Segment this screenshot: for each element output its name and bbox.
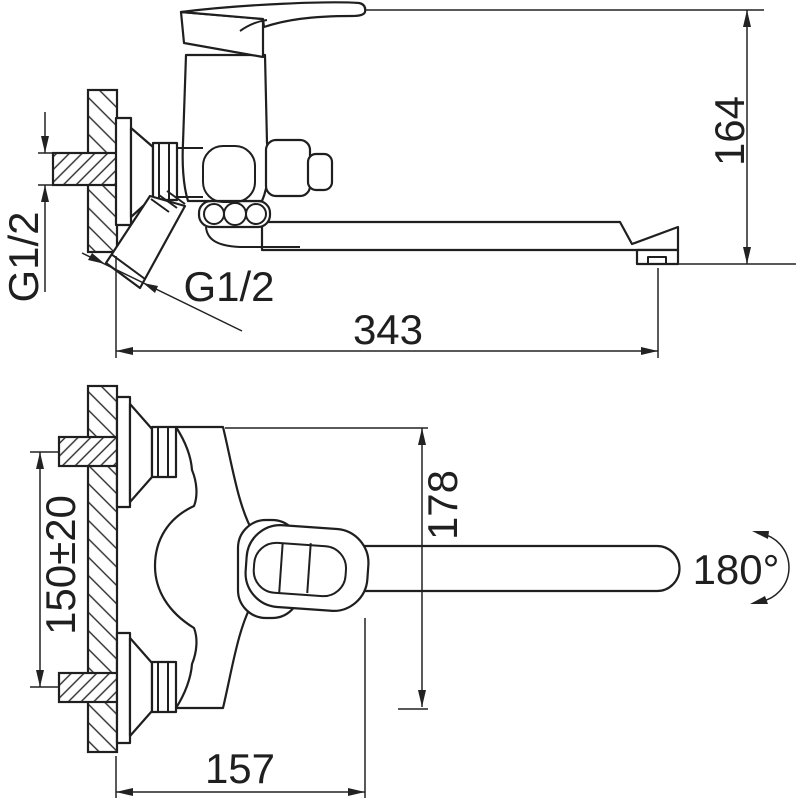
- dimension-shower-thread: G1/2: [81, 252, 275, 332]
- spout-swivel-ring: [197, 199, 272, 229]
- lever-handle-front: [244, 524, 370, 612]
- arrowhead: [88, 253, 105, 264]
- dimension-178: 178: [225, 427, 466, 710]
- dim-text-180: 180°: [693, 546, 780, 593]
- dim-text-178: 178: [419, 470, 466, 540]
- arrowhead: [752, 531, 769, 539]
- arrowhead: [641, 347, 658, 355]
- arrowhead: [143, 283, 158, 293]
- dimension-157: 157: [115, 618, 366, 798]
- front-view: 150±20 178 157 180°: [30, 384, 790, 798]
- escutcheon-plate-side: [114, 116, 133, 227]
- arrowhead: [348, 788, 365, 796]
- hex-nut-side: [151, 141, 179, 202]
- shower-outlet-side: [104, 190, 187, 290]
- arrowhead: [116, 347, 133, 355]
- cartridge-dome-side: [202, 145, 256, 203]
- arrowhead: [116, 788, 133, 796]
- dim-text-150: 150±20: [37, 495, 84, 635]
- dimension-150: 150±20: [30, 451, 84, 688]
- spout-front: [338, 544, 681, 593]
- dimension-pipe-thread: G1/2: [0, 112, 57, 303]
- escutcheon-cone-upper: [128, 402, 154, 504]
- arrowhead: [743, 247, 751, 264]
- diverter-knob: [264, 138, 334, 198]
- lower-eccentric-pipe: [57, 671, 119, 704]
- supply-pipe-side: [51, 151, 119, 187]
- spout-side: [260, 220, 680, 252]
- dim-text-343: 343: [353, 306, 423, 353]
- arrowhead: [418, 428, 426, 445]
- arrowhead: [36, 670, 44, 687]
- arrowhead: [418, 690, 426, 707]
- hex-nut-upper: [150, 425, 178, 479]
- handle-crease: [239, 19, 268, 32]
- side-view: G1/2 G1/2 343 164: [0, 1, 796, 358]
- arrowhead: [743, 10, 751, 27]
- upper-eccentric-pipe: [57, 435, 119, 468]
- spout-bracket: [205, 226, 300, 248]
- escutcheon-plate-upper: [115, 395, 132, 509]
- dim-text-shower-thread: G1/2: [183, 263, 274, 310]
- arrowhead: [750, 596, 768, 604]
- escutcheon-cone-lower: [128, 636, 154, 738]
- dim-text-164: 164: [706, 96, 753, 166]
- arrowhead: [41, 185, 49, 202]
- dim-text-157: 157: [205, 745, 275, 792]
- hex-nut-lower: [150, 660, 178, 714]
- arrowhead: [41, 136, 49, 153]
- aerator: [635, 248, 680, 266]
- dim-text-pipe-thread: G1/2: [0, 211, 47, 302]
- lever-handle-side: [179, 1, 367, 29]
- annotation-swivel-angle: 180°: [693, 531, 790, 604]
- dimension-343: 343: [115, 256, 659, 358]
- escutcheon-plate-lower: [115, 631, 132, 745]
- swivel-arc: [756, 532, 790, 603]
- arrowhead: [36, 452, 44, 469]
- dimension-164: 164: [366, 9, 796, 265]
